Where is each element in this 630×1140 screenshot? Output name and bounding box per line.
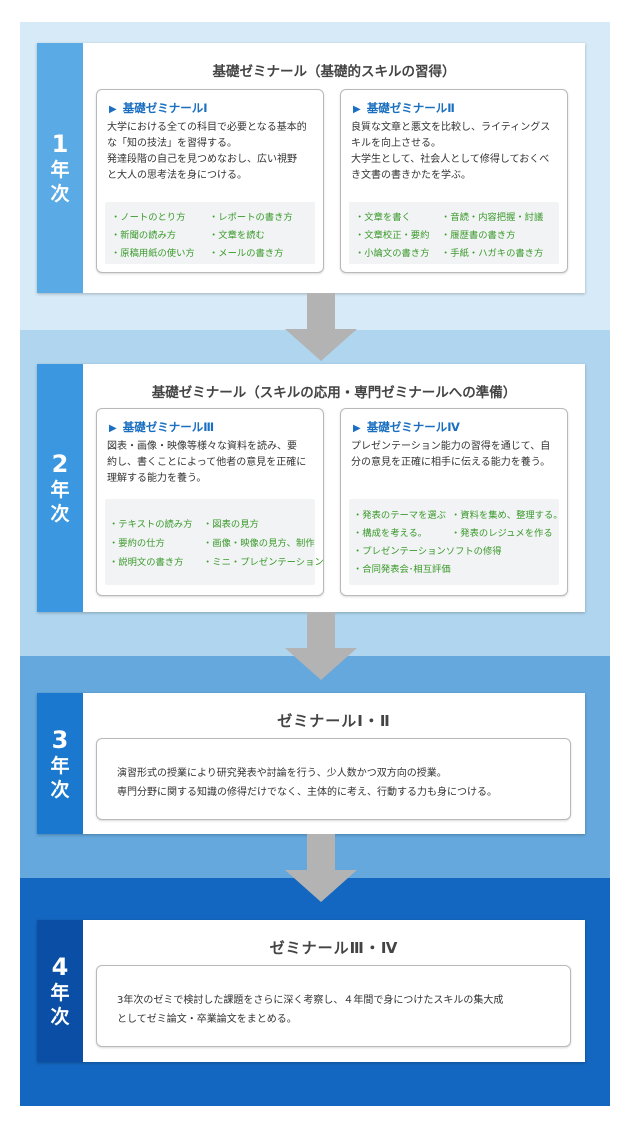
year2-tab: 2 年 次	[37, 364, 83, 612]
skill-item: ・要約の仕方	[109, 538, 165, 549]
year4-number: 4	[51, 953, 69, 981]
skill-item: ・履歴書の書き方	[441, 230, 516, 241]
triangle-right-icon: ▶	[109, 423, 117, 434]
desc-line: 大学における全ての科目で必要となる基本的	[107, 122, 307, 133]
skill-item: ・図表の見方	[203, 519, 259, 530]
desc-line: 専門分野に関する知識の修得だけでなく、主体的に考え、行動する力も身につける。	[117, 787, 497, 798]
year1-panel: 1 年 次 基礎ゼミナール（基礎的スキルの習得） ▶ 基礎ゼミナールⅠ 大学におけ…	[37, 43, 585, 293]
year2-number: 2	[51, 450, 69, 478]
skill-item: ・資料を集め、整理する。	[451, 510, 563, 521]
year3-description-box: 演習形式の授業により研究発表や討論を行う、少人数かつ双方向の授業。 専門分野に関…	[96, 738, 571, 820]
triangle-right-icon: ▶	[353, 104, 361, 115]
year3-number: 3	[51, 725, 69, 754]
year1-number: 1	[51, 130, 69, 158]
skill-item: ・構成を考える。	[353, 528, 428, 539]
seminar-2-description: 良質な文章と悪文を比較し、ライティングス キルを向上させる。 大学生として、社会…	[351, 120, 559, 184]
year1-title: 基礎ゼミナール（基礎的スキルの習得）	[212, 64, 456, 80]
year4-tab: 4 年 次	[37, 920, 83, 1062]
seminar-2-skills: ・文章を書く ・音読・内容把握・討議 ・文章校正・要約 ・履歴書の書き方 ・小論…	[349, 202, 559, 264]
seminar-1-card: ▶ 基礎ゼミナールⅠ 大学における全ての科目で必要となる基本的 な「知の技法」を習…	[96, 89, 324, 273]
desc-line: 発達段階の自己を見つめなおし、広い視野	[107, 154, 297, 165]
skill-item: ・発表のテーマを選ぶ	[353, 510, 446, 521]
year2-panel: 2 年 次 基礎ゼミナール（スキルの応用・専門ゼミナールへの準備） ▶ 基礎ゼミナ…	[37, 364, 585, 612]
desc-line: プレゼンテーション能力の習得を通じて、自	[351, 441, 551, 452]
seminar-4-card: ▶ 基礎ゼミナールⅣ プレゼンテーション能力の習得を通じて、自 分の意見を正確に相…	[340, 408, 568, 596]
year4-title: ゼミナールⅢ・Ⅳ	[269, 939, 399, 957]
year3-kanji-ji: 次	[50, 778, 70, 801]
seminar-1-skills: ・ノートのとり方 ・レポートの書き方 ・新聞の読み方 ・文章を読む ・原稿用紙の…	[105, 202, 315, 264]
skill-item: ・プレゼンテーションソフトの修得	[353, 546, 502, 557]
desc-line: 理解する能力を養う。	[107, 473, 207, 484]
desc-line: 分の意見を正確に相手に伝える能力を養う。	[351, 457, 551, 468]
year1-kanji-nen: 年	[50, 159, 70, 181]
skill-item: ・ノートのとり方	[111, 212, 186, 223]
seminar-3-heading: ▶ 基礎ゼミナールⅢ	[109, 419, 214, 435]
year1-kanji-ji: 次	[50, 183, 70, 205]
skill-item: ・レポートの書き方	[209, 212, 293, 223]
desc-line: き文書の書きかたを学ぶ。	[351, 170, 471, 181]
desc-line: 大学生として、社会人として修得しておくべ	[351, 154, 550, 165]
skill-item: ・メールの書き方	[209, 248, 284, 259]
skill-item: ・発表のレジュメを作る	[451, 528, 553, 539]
seminar-3-heading-text: 基礎ゼミナールⅢ	[122, 420, 215, 434]
skill-item: ・合同発表会･相互評価	[353, 564, 451, 575]
desc-line: キルを向上させる。	[351, 138, 441, 149]
skill-item: ・画像・映像の見方、制作	[203, 538, 315, 549]
seminar-4-heading-text: 基礎ゼミナールⅣ	[366, 420, 460, 434]
skill-item: ・ミニ・プレゼンテーション	[203, 557, 324, 568]
seminar-1-heading-text: 基礎ゼミナールⅠ	[122, 101, 208, 115]
skill-item: ・テキストの読み方	[109, 519, 193, 530]
seminar-3-skills: ・テキストの読み方 ・図表の見方 ・要約の仕方 ・画像・映像の見方、制作 ・説明…	[105, 499, 324, 585]
desc-line: 図表・画像・映像等様々な資料を読み、要	[107, 441, 297, 452]
seminar-1-description: 大学における全ての科目で必要となる基本的 な「知の技法」を習得する。 発達段階の…	[107, 120, 315, 184]
skill-item: ・原稿用紙の使い方	[111, 248, 195, 259]
seminar-2-heading-text: 基礎ゼミナールⅡ	[366, 101, 455, 115]
triangle-right-icon: ▶	[109, 104, 117, 115]
seminar-3-description: 図表・画像・映像等様々な資料を読み、要 約し、書くことによって他者の意見を正確に…	[107, 439, 315, 487]
skill-item: ・説明文の書き方	[109, 557, 184, 568]
desc-line: 良質な文章と悪文を比較し、ライティングス	[351, 122, 551, 133]
seminar-2-heading: ▶ 基礎ゼミナールⅡ	[353, 100, 455, 116]
skill-item: ・文章を読む	[209, 230, 265, 241]
skill-item: ・新聞の読み方	[111, 230, 177, 241]
seminar-4-description: プレゼンテーション能力の習得を通じて、自 分の意見を正確に相手に伝える能力を養う…	[351, 439, 559, 471]
seminar-3-card: ▶ 基礎ゼミナールⅢ 図表・画像・映像等様々な資料を読み、要 約し、書くことによっ…	[96, 408, 324, 596]
triangle-right-icon: ▶	[353, 423, 361, 434]
desc-line: と大人の思考法を身につける。	[107, 170, 247, 181]
year2-kanji-nen: 年	[50, 479, 70, 501]
seminar-4-skills: ・発表のテーマを選ぶ ・資料を集め、整理する。 ・構成を考える。 ・発表のレジュ…	[349, 499, 563, 585]
year3-title: ゼミナールⅠ・Ⅱ	[277, 712, 391, 730]
desc-line: としてゼミ論文・卒業論文をまとめる。	[117, 1014, 297, 1025]
skill-item: ・小論文の書き方	[355, 248, 430, 259]
year2-kanji-ji: 次	[50, 503, 70, 525]
down-arrow-icon	[285, 612, 357, 680]
skill-item: ・文章を書く	[355, 212, 411, 223]
desc-line: 約し、書くことによって他者の意見を正確に	[107, 457, 307, 468]
year3-panel: 3 年 次 ゼミナールⅠ・Ⅱ 演習形式の授業により研究発表や討論を行う、少人数か…	[37, 693, 585, 834]
down-arrow-icon	[285, 293, 357, 361]
skill-item: ・音読・内容把握・討議	[441, 212, 544, 223]
year4-panel: 4 年 次 ゼミナールⅢ・Ⅳ 3年次のゼミで検討した課題をさらに深く考察し、４年…	[37, 920, 585, 1062]
skill-item: ・文章校正・要約	[355, 230, 430, 241]
seminar-2-card: ▶ 基礎ゼミナールⅡ 良質な文章と悪文を比較し、ライティングス キルを向上させる。…	[340, 89, 568, 273]
year4-kanji-nen: 年	[50, 982, 70, 1004]
desc-line: な「知の技法」を習得する。	[107, 138, 237, 149]
year4-kanji-ji: 次	[50, 1006, 70, 1028]
skill-item: ・手紙・ハガキの書き方	[441, 248, 544, 259]
year4-description-box: 3年次のゼミで検討した課題をさらに深く考察し、４年間で身につけたスキルの集大成 …	[96, 965, 571, 1047]
year3-tab: 3 年 次	[37, 693, 83, 834]
year3-kanji-nen: 年	[50, 754, 70, 777]
desc-line: 3年次のゼミで検討した課題をさらに深く考察し、４年間で身につけたスキルの集大成	[117, 995, 504, 1006]
seminar-1-heading: ▶ 基礎ゼミナールⅠ	[109, 100, 207, 116]
year2-title: 基礎ゼミナール（スキルの応用・専門ゼミナールへの準備）	[151, 385, 517, 401]
down-arrow-icon	[285, 834, 357, 902]
seminar-4-heading: ▶ 基礎ゼミナールⅣ	[353, 419, 460, 435]
desc-line: 演習形式の授業により研究発表や討論を行う、少人数かつ双方向の授業。	[117, 768, 447, 779]
year1-tab: 1 年 次	[37, 43, 83, 293]
